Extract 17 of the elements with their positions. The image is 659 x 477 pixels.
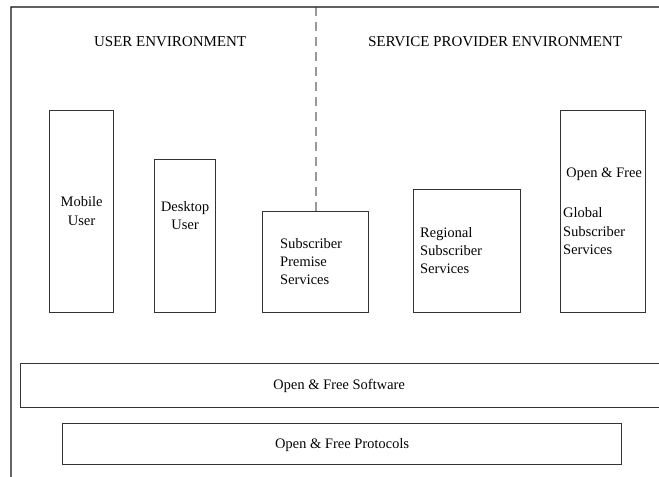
layer-bar [62,423,622,465]
service-box [262,211,369,313]
service-box [154,159,216,313]
service-box [49,110,114,313]
service-box [560,110,646,313]
layer-bar [20,363,659,408]
box-label: Subscriber Premise Services [280,234,344,290]
box-label: Global Subscriber Services [563,204,626,259]
box-label: Open & Free [565,164,643,182]
section-heading: SERVICE PROVIDER ENVIRONMENT [368,34,622,51]
box-label: Desktop User [160,198,210,234]
box-label: Open & Free Software [272,376,406,395]
box-label: Regional Subscriber Services [420,224,484,278]
service-box [413,189,521,313]
section-heading: USER ENVIRONMENT [94,34,246,51]
box-label: Mobile User [60,193,104,230]
box-label: Open & Free Protocols [274,434,410,454]
